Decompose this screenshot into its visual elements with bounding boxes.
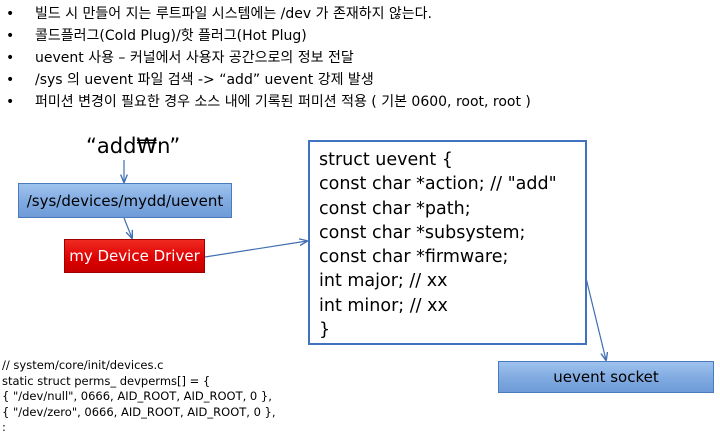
code-line: // system/core/init/devices.c [2,358,164,372]
code-line: { "/dev/zero", 0666, AID_ROOT, AID_ROOT,… [2,404,276,419]
uevent-struct-box: struct uevent { const char *action; // "… [308,140,587,345]
struct-line: struct uevent { [319,150,453,170]
bullet-dot: • [6,6,15,22]
bullet-item: • 빌드 시 만들어 지는 루트파일 시스템에는 /dev 가 존재하지 않는다. [6,3,711,25]
device-driver-label: my Device Driver [69,247,200,265]
bullet-dot: • [6,28,15,44]
struct-line: const char *action; // "add" [319,174,557,195]
bullet-dot: • [6,72,15,88]
struct-line: const char *subsystem; [319,222,526,243]
bullet-item: • /sys 의 uevent 파일 검색 -> “add” uevent 강제 … [6,69,711,91]
bullet-text: 퍼미션 변경이 필요한 경우 소스 내에 기록된 퍼미션 적용 ( 기본 060… [35,94,531,110]
struct-line: const char *firmware; [319,247,509,268]
code-snippet: // system/core/init/devices.c static str… [2,358,276,436]
arrow-path-to-driver [123,217,132,238]
bullet-text: 콜드플러그(Cold Plug)/핫 플러그(Hot Plug) [35,28,307,44]
struct-line: int major; // xx [319,271,448,292]
bullet-item: • 퍼미션 변경이 필요한 경우 소스 내에 기록된 퍼미션 적용 ( 기본 06… [6,91,711,113]
add-event-label: “add₩n” [86,134,181,158]
sys-path-label: /sys/devices/mydd/uevent [26,191,224,210]
bullet-dot: • [6,94,15,110]
bullet-dot: • [6,50,15,66]
uevent-socket-box: uevent socket [498,361,714,393]
device-driver-box: my Device Driver [64,239,205,273]
bullet-item: • uevent 사용 – 커널에서 사용자 공간으로의 정보 전달 [6,47,711,69]
code-line: : [2,420,6,434]
uevent-socket-label: uevent socket [553,368,659,386]
bullet-list: • 빌드 시 만들어 지는 루트파일 시스템에는 /dev 가 존재하지 않는다.… [6,3,711,113]
struct-line: } [319,320,331,341]
bullet-text: uevent 사용 – 커널에서 사용자 공간으로의 정보 전달 [35,50,354,66]
sys-path-box: /sys/devices/mydd/uevent [18,183,232,218]
arrow-driver-to-struct [204,241,307,258]
code-line: static struct perms_ devperms[] = { [2,373,211,388]
bullet-item: • 콜드플러그(Cold Plug)/핫 플러그(Hot Plug) [6,25,711,47]
bullet-text: /sys 의 uevent 파일 검색 -> “add” uevent 강제 발… [35,72,374,88]
code-line: { "/dev/null", 0666, AID_ROOT, AID_ROOT,… [2,389,272,403]
struct-line: const char *path; [319,198,471,219]
arrow-struct-to-socket [585,277,606,360]
struct-line: int minor; // xx [319,295,448,316]
bullet-text: 빌드 시 만들어 지는 루트파일 시스템에는 /dev 가 존재하지 않는다. [35,6,433,22]
